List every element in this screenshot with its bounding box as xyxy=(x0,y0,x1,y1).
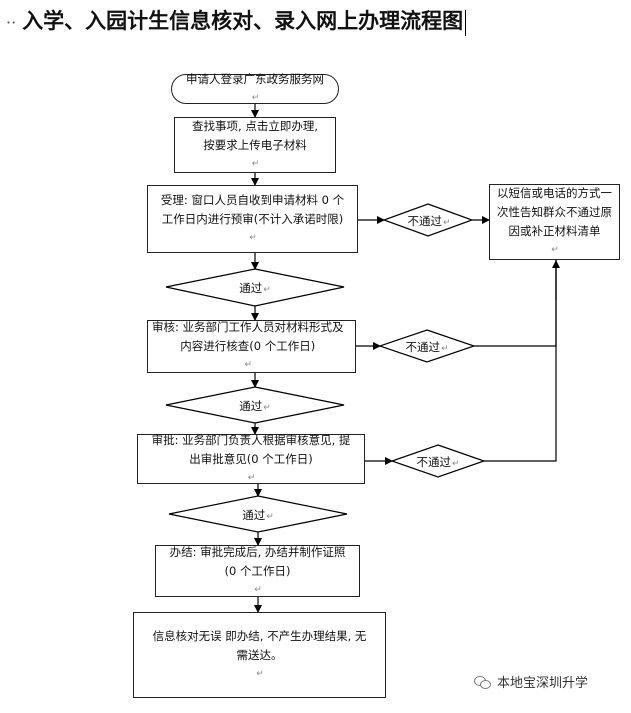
decision-fail-3 xyxy=(390,444,486,478)
line-fail2-notify xyxy=(474,260,557,347)
text-cursor xyxy=(465,9,467,36)
decision-pass-3-label: 通过↵ xyxy=(242,508,274,522)
step-result: 信息核对无误 即办结, 不产生办理结果, 无 需送达。↵ xyxy=(133,612,386,698)
decision-pass-2 xyxy=(165,386,345,424)
step-approve: 审批: 业务部门负责人根据审核意见, 提 出审批意见(0 个工作日)↵ xyxy=(137,433,365,484)
decision-fail-3-label: 不通过↵ xyxy=(416,455,460,469)
notify-applicant-box: 以短信或电话的方式一 次性告知群众不通过原 因或补正材料清单↵ xyxy=(489,184,620,260)
decision-pass-1 xyxy=(165,268,345,307)
title-text: 入学、入园计生信息核对、录入网上办理流程图 xyxy=(22,8,464,33)
step-login: 申请人登录广东政务服务网↵ xyxy=(171,72,339,104)
decision-fail-1-label: 不通过↵ xyxy=(407,214,451,228)
title-leader: ·· xyxy=(6,13,17,32)
decision-fail-2 xyxy=(378,329,476,363)
step-accept: 受理: 窗口人员自收到申请材料 0 个 工作日内进行预审(不计入承诺时限)↵ xyxy=(147,185,358,253)
decision-pass-2-label: 通过↵ xyxy=(239,399,271,413)
decision-fail-1 xyxy=(382,203,474,237)
page-title: ·· 入学、入园计生信息核对、录入网上办理流程图 xyxy=(6,6,626,36)
line-fail3-notify xyxy=(484,260,557,462)
step-review: 审核: 业务部门工作人员对材料形式及 内容进行核查(0 个工作日)↵ xyxy=(147,320,356,373)
watermark: 本地宝深圳升学 xyxy=(474,672,588,691)
watermark-text: 本地宝深圳升学 xyxy=(497,676,589,691)
decision-fail-2-label: 不通过↵ xyxy=(405,340,449,354)
decision-pass-3 xyxy=(168,495,348,533)
decision-pass-1-label: 通过↵ xyxy=(239,281,271,295)
step-upload: 查找事项, 点击立即办理, 按要求上传电子材料↵ xyxy=(174,117,336,173)
step-finish: 办结: 审批完成后, 办结并制作证照 (0 个工作日)↵ xyxy=(155,545,360,597)
wechat-icon xyxy=(474,674,492,690)
